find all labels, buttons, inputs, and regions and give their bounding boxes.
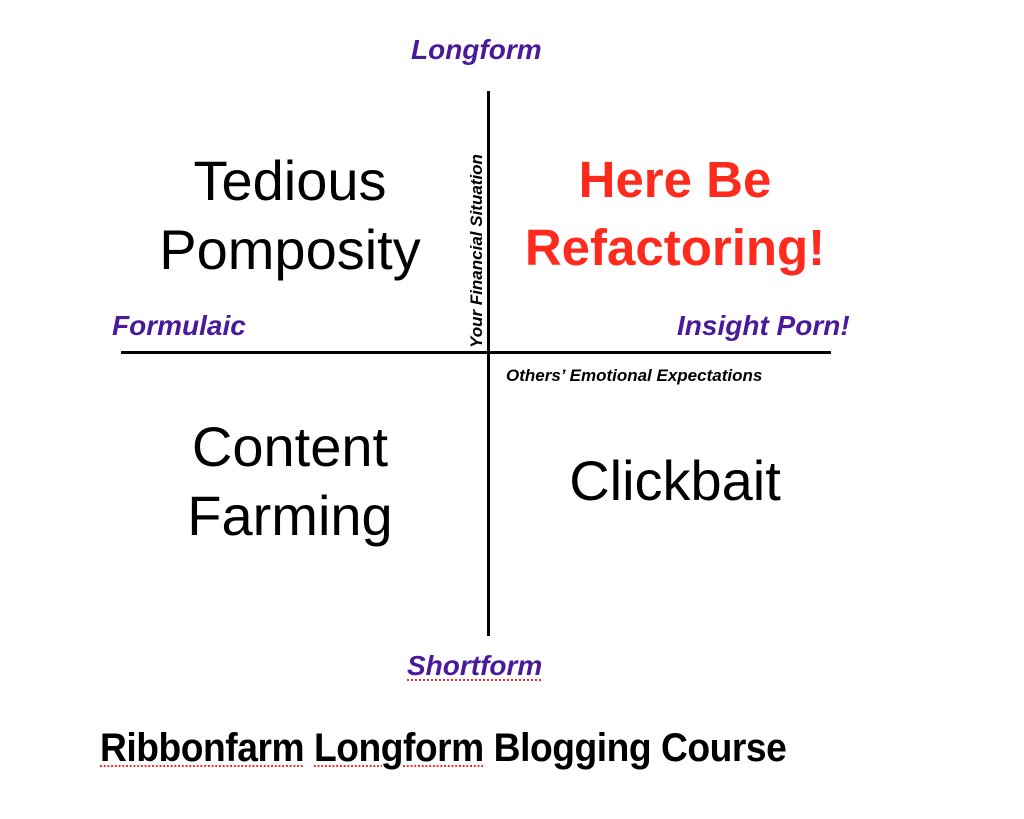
quadrant-top-right-line1: Here Be [578,151,772,208]
quadrant-bottom-left-line1: Content [191,415,389,478]
quadrant-top-right: Here Be Refactoring! [500,146,850,282]
diagram-title: Ribbonfarm Longform Blogging Course [100,726,787,770]
title-word-longform: Longform [313,726,484,770]
quadrant-bottom-left: Content Farming [145,412,435,550]
title-word-ribbonfarm: Ribbonfarm [100,726,305,770]
axis-label-right: Insight Porn! [677,310,850,341]
quadrant-bottom-right-line1: Clickbait [569,449,781,512]
axis-label-top: Longform [411,34,542,65]
quadrant-top-right-line2: Refactoring! [524,219,826,276]
quadrant-top-left: Tedious Pomposity [145,146,435,284]
title-rest: Blogging Course [493,726,787,770]
horizontal-axis-title: Others’ Emotional Expectations [506,366,763,385]
vertical-axis-line [487,91,490,636]
quadrant-bottom-right: Clickbait [520,446,830,515]
horizontal-axis-line [121,351,831,354]
axis-label-bottom: Shortform [407,650,543,681]
vertical-axis-title: Your Financial Situation [467,154,486,348]
quadrant-top-left-line1: Tedious [193,149,387,212]
axis-label-left: Formulaic [112,310,246,341]
quadrant-bottom-left-line2: Farming [187,484,393,547]
quadrant-top-left-line2: Pomposity [159,218,421,281]
